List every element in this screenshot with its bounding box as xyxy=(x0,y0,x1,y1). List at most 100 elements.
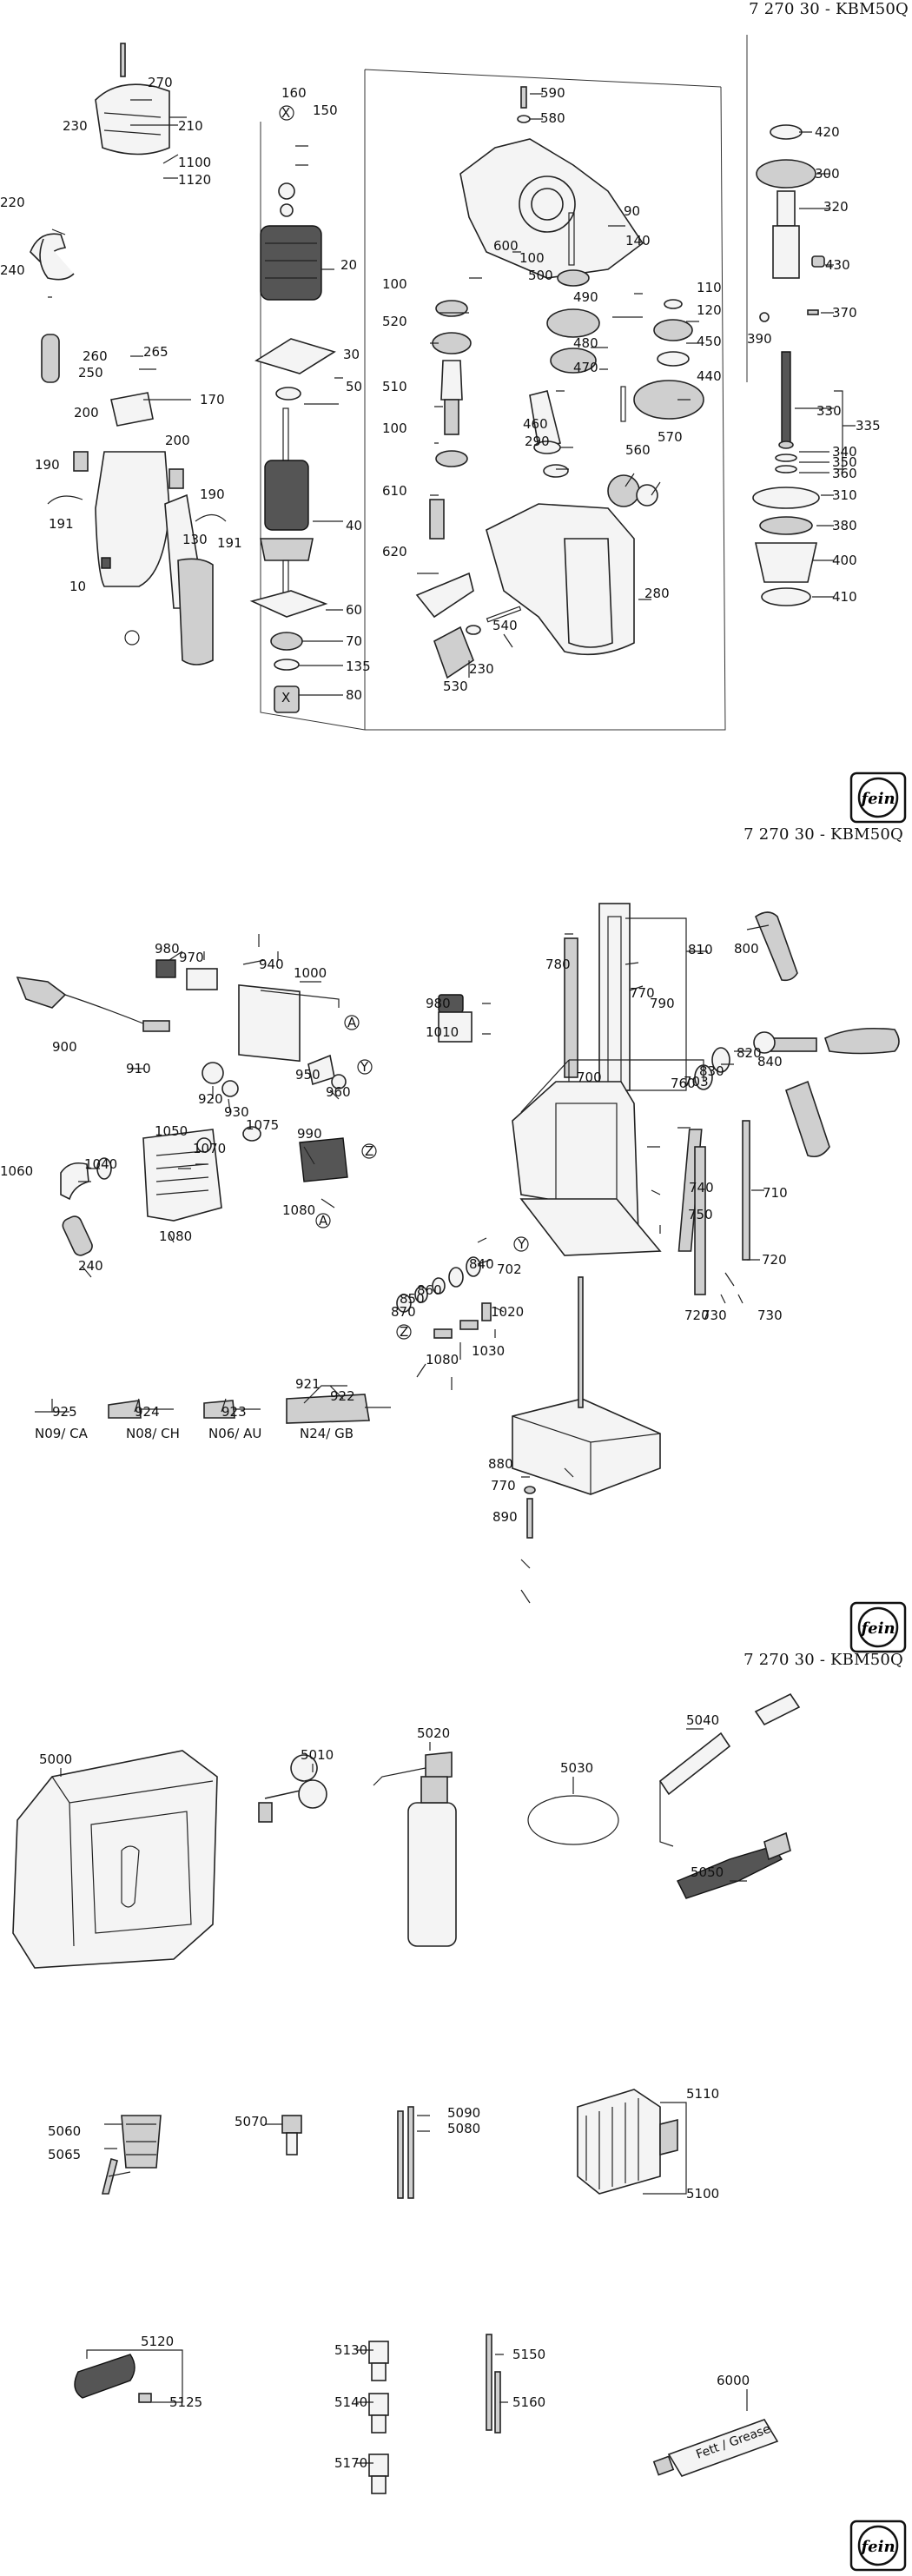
part-callout: 160 xyxy=(281,85,307,101)
part-callout: Z xyxy=(400,1324,408,1340)
part-callout: 240 xyxy=(78,1258,103,1274)
part-callout: 480 xyxy=(573,335,598,351)
sheet1-header: 7 270 30 - KBM50Q xyxy=(749,0,909,18)
part-callout: 900 xyxy=(52,1039,77,1055)
logo-text: fein xyxy=(859,1619,895,1638)
part-callout: 940 xyxy=(259,957,284,972)
part-callout: 330 xyxy=(816,403,842,419)
part-callout: 760 xyxy=(671,1076,696,1091)
part-callout: 6000 xyxy=(717,2373,750,2388)
part-callout: 100 xyxy=(382,276,407,292)
part-callout: 730 xyxy=(702,1308,727,1323)
part-callout: 820 xyxy=(737,1045,762,1061)
part-callout: 310 xyxy=(832,487,857,503)
part-callout: 5050 xyxy=(691,1864,724,1880)
part-callout: 810 xyxy=(688,942,713,957)
part-callout: 450 xyxy=(697,334,722,349)
part-callout: 90 xyxy=(624,203,640,219)
part-callout: 5170 xyxy=(334,2455,367,2471)
part-callout: 280 xyxy=(644,586,670,601)
part-callout: 770 xyxy=(630,985,655,1001)
part-callout: 925 xyxy=(52,1404,77,1420)
part-callout: 840 xyxy=(757,1054,783,1069)
part-callout: 880 xyxy=(488,1456,513,1472)
part-callout: 50 xyxy=(346,379,362,394)
part-callout: 990 xyxy=(297,1126,322,1142)
part-callout: 5065 xyxy=(48,2147,81,2162)
part-callout: 360 xyxy=(832,466,857,481)
part-callout: 100 xyxy=(382,421,407,436)
part-callout: 290 xyxy=(525,434,550,449)
part-callout: 250 xyxy=(78,365,103,381)
part-callout: 740 xyxy=(689,1180,714,1195)
part-callout: 970 xyxy=(179,950,204,965)
part-callout: 191 xyxy=(217,535,242,551)
part-callout: 1080 xyxy=(159,1228,192,1244)
fein-logo: fein xyxy=(849,2520,907,2572)
part-callout: 380 xyxy=(832,518,857,533)
part-callout: 230 xyxy=(63,118,88,134)
part-callout: 830 xyxy=(699,1063,724,1079)
part-callout: 5125 xyxy=(169,2394,202,2410)
part-callout: 460 xyxy=(523,416,548,432)
part-callout: 200 xyxy=(165,433,190,448)
part-callout: 470 xyxy=(573,360,598,375)
part-callout: Y xyxy=(517,1236,526,1252)
part-callout: 135 xyxy=(346,659,371,674)
part-callout: 870 xyxy=(391,1304,416,1320)
part-callout: 270 xyxy=(148,75,173,90)
logo-text: fein xyxy=(859,2538,895,2556)
part-callout: 1075 xyxy=(246,1117,279,1133)
sheet2-header: 7 270 30 - KBM50Q xyxy=(743,825,903,844)
part-callout: 260 xyxy=(83,348,108,364)
part-callout: 5160 xyxy=(512,2394,545,2410)
part-callout: 1100 xyxy=(178,155,211,170)
part-callout: N06/ AU xyxy=(208,1426,261,1441)
part-callout: 190 xyxy=(200,487,225,502)
part-callout: 5150 xyxy=(512,2347,545,2362)
part-callout: 320 xyxy=(823,199,849,215)
part-callout: A xyxy=(319,1213,328,1228)
part-callout: 910 xyxy=(126,1061,151,1076)
part-callout: 500 xyxy=(528,268,553,283)
part-callout: 230 xyxy=(469,661,494,677)
part-callout: 620 xyxy=(382,544,407,560)
part-callout: 5090 xyxy=(447,2105,480,2121)
part-callout: 300 xyxy=(815,166,840,182)
part-callout: 5060 xyxy=(48,2123,81,2139)
part-callout: 410 xyxy=(832,589,857,605)
part-callout: 703 xyxy=(684,1074,709,1089)
part-callout: 20 xyxy=(340,257,357,273)
part-callout: 370 xyxy=(832,305,857,321)
part-callout: 1060 xyxy=(0,1163,33,1179)
part-callout: 780 xyxy=(545,957,571,972)
part-callout: Y xyxy=(360,1059,369,1075)
part-callout: 922 xyxy=(330,1388,355,1404)
part-callout: 40 xyxy=(346,518,362,533)
part-callout: 210 xyxy=(178,118,203,134)
part-callout: Z xyxy=(365,1143,373,1159)
part-callout: 350 xyxy=(832,454,857,470)
part-callout: 1050 xyxy=(155,1123,188,1139)
part-callout: 730 xyxy=(757,1308,783,1323)
logo-text: fein xyxy=(859,790,895,808)
part-callout: 440 xyxy=(697,368,722,384)
part-callout: 560 xyxy=(625,442,651,458)
part-callout: 400 xyxy=(832,553,857,568)
part-callout: 80 xyxy=(346,687,362,703)
part-callout: 920 xyxy=(198,1091,223,1107)
part-callout: 890 xyxy=(492,1509,518,1525)
part-callout: 600 xyxy=(493,238,519,254)
part-callout: 140 xyxy=(625,233,651,248)
part-callout: 720 xyxy=(762,1252,787,1268)
part-callout: A xyxy=(347,1015,357,1030)
part-callout: 960 xyxy=(326,1084,351,1100)
part-callout: 5140 xyxy=(334,2394,367,2410)
part-callout: 200 xyxy=(74,405,99,421)
part-callout: 5130 xyxy=(334,2342,367,2358)
part-callout: 1080 xyxy=(426,1352,459,1367)
part-callout: 120 xyxy=(697,302,722,318)
